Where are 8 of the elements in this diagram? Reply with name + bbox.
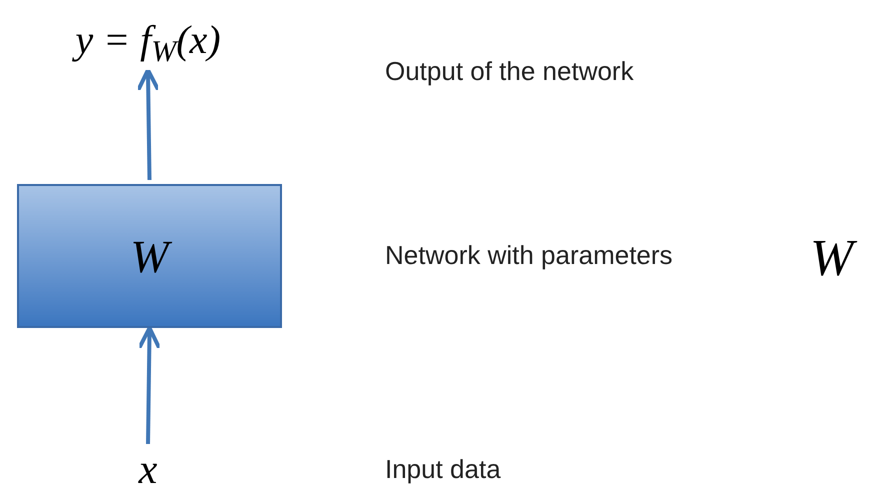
input-variable: x (128, 448, 168, 492)
output-formula: y = f$_{W}$(x) (20, 10, 276, 70)
arrow (136, 68, 160, 180)
output-description: Output of the network (385, 55, 634, 88)
network-description: Network with parameters (385, 239, 673, 272)
arrow (137, 326, 162, 444)
network-box: W (17, 184, 282, 328)
input-description: Input data (385, 453, 501, 486)
